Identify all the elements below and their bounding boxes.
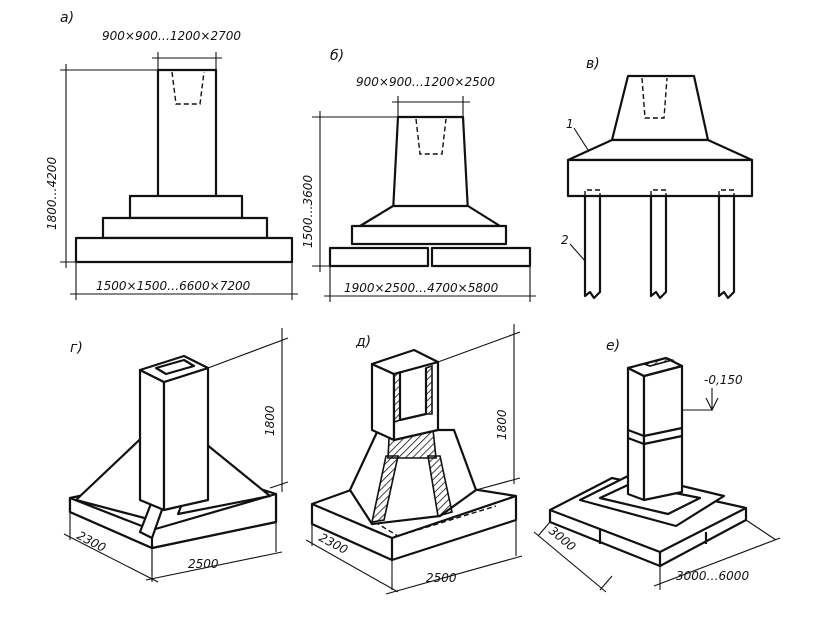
dim-b-base: 1900×2500…4700×5800 — [344, 281, 499, 295]
column-hatch-2-d — [425, 364, 433, 415]
leader-1 — [573, 127, 589, 151]
pile-2 — [649, 196, 668, 300]
column-front-face-g — [162, 366, 210, 512]
pile-2-head — [650, 189, 667, 196]
callout-2: 2 — [561, 233, 569, 247]
slab-edge-d — [311, 494, 517, 560]
socket-b — [415, 118, 447, 155]
dim-e-front: 3000…6000 — [676, 569, 749, 583]
figure-d: д) 1800 2300 2500 — [305, 324, 523, 595]
pile-1 — [583, 196, 602, 300]
dim-line-d-height — [437, 324, 521, 491]
section-hatch-right-d — [427, 455, 453, 518]
dim-line-e-front — [653, 519, 781, 590]
dim-line-d-front — [385, 520, 523, 595]
dim-line-b-top — [392, 96, 470, 117]
column-v — [610, 74, 710, 142]
dim-d-front: 2500 — [426, 571, 457, 585]
step-3-a — [74, 236, 294, 264]
figure-b: б) 900×900…1200×2500 1500…3600 1900×2500… — [301, 48, 536, 302]
pile-cap-v — [566, 158, 754, 198]
pile-1-head — [584, 189, 601, 196]
dim-line-a-height — [60, 64, 158, 268]
figure-a: а) 900×900…1200×2700 1800…4200 1500×1500… — [45, 10, 298, 300]
dim-a-top: 900×900…1200×2700 — [102, 29, 241, 43]
dim-b-top: 900×900…1200×2500 — [356, 75, 495, 89]
step-2-a — [101, 216, 269, 240]
label-g: г) — [70, 340, 83, 356]
dim-g-side: 2300 — [75, 528, 109, 555]
slab-left-b — [328, 246, 430, 268]
slab-right-b — [430, 246, 532, 268]
level-marker-e — [682, 388, 719, 412]
dim-line-b-base — [324, 266, 536, 302]
column-hatch-d — [393, 370, 401, 424]
socket-a — [171, 71, 205, 105]
dim-line-g-height — [207, 328, 289, 492]
haunch-b — [358, 204, 502, 228]
dim-d-height: 1800 — [495, 409, 509, 440]
label-e: е) — [606, 338, 620, 354]
dim-line-a-top — [152, 52, 222, 70]
figure-v: в) 1 2 — [561, 56, 754, 300]
dim-line-d-side — [305, 524, 399, 593]
dim-g-height: 1800 — [263, 405, 277, 436]
label-d: д) — [355, 334, 371, 350]
socket-v — [641, 77, 668, 119]
pile-3 — [717, 196, 736, 300]
dim-line-e-side — [533, 521, 613, 593]
dim-line-a-base — [70, 262, 298, 300]
column-b — [391, 115, 470, 214]
figure-g: г) 1800 2300 2500 — [63, 328, 289, 583]
dim-b-height: 1500…3600 — [301, 175, 315, 248]
column-section-e — [641, 357, 675, 367]
joint-band-e — [627, 426, 683, 446]
dim-a-base: 1500×1500…6600×7200 — [96, 279, 251, 293]
figure-e: е) -0,150 3000 3000…6000 — [533, 338, 781, 593]
dim-line-g-front — [145, 522, 283, 582]
dim-g-front: 2500 — [188, 557, 219, 571]
callout-1: 1 — [566, 117, 574, 131]
plate-b — [350, 224, 508, 246]
step-1-a — [128, 194, 244, 220]
column-hole-g — [154, 358, 196, 376]
column-a — [156, 68, 218, 199]
pile-3-head — [718, 189, 735, 196]
dim-a-height: 1800…4200 — [45, 157, 59, 230]
column-left-face-g — [138, 368, 166, 512]
column-left-d — [370, 362, 396, 442]
label-v: в) — [586, 56, 600, 72]
dim-e-level: -0,150 — [704, 373, 743, 387]
cap-top-v — [566, 138, 754, 162]
label-a: а) — [60, 10, 74, 26]
leader-2 — [569, 243, 587, 263]
block-joints-e — [549, 507, 747, 566]
dim-line-b-height — [312, 111, 398, 272]
label-b: б) — [330, 48, 344, 64]
